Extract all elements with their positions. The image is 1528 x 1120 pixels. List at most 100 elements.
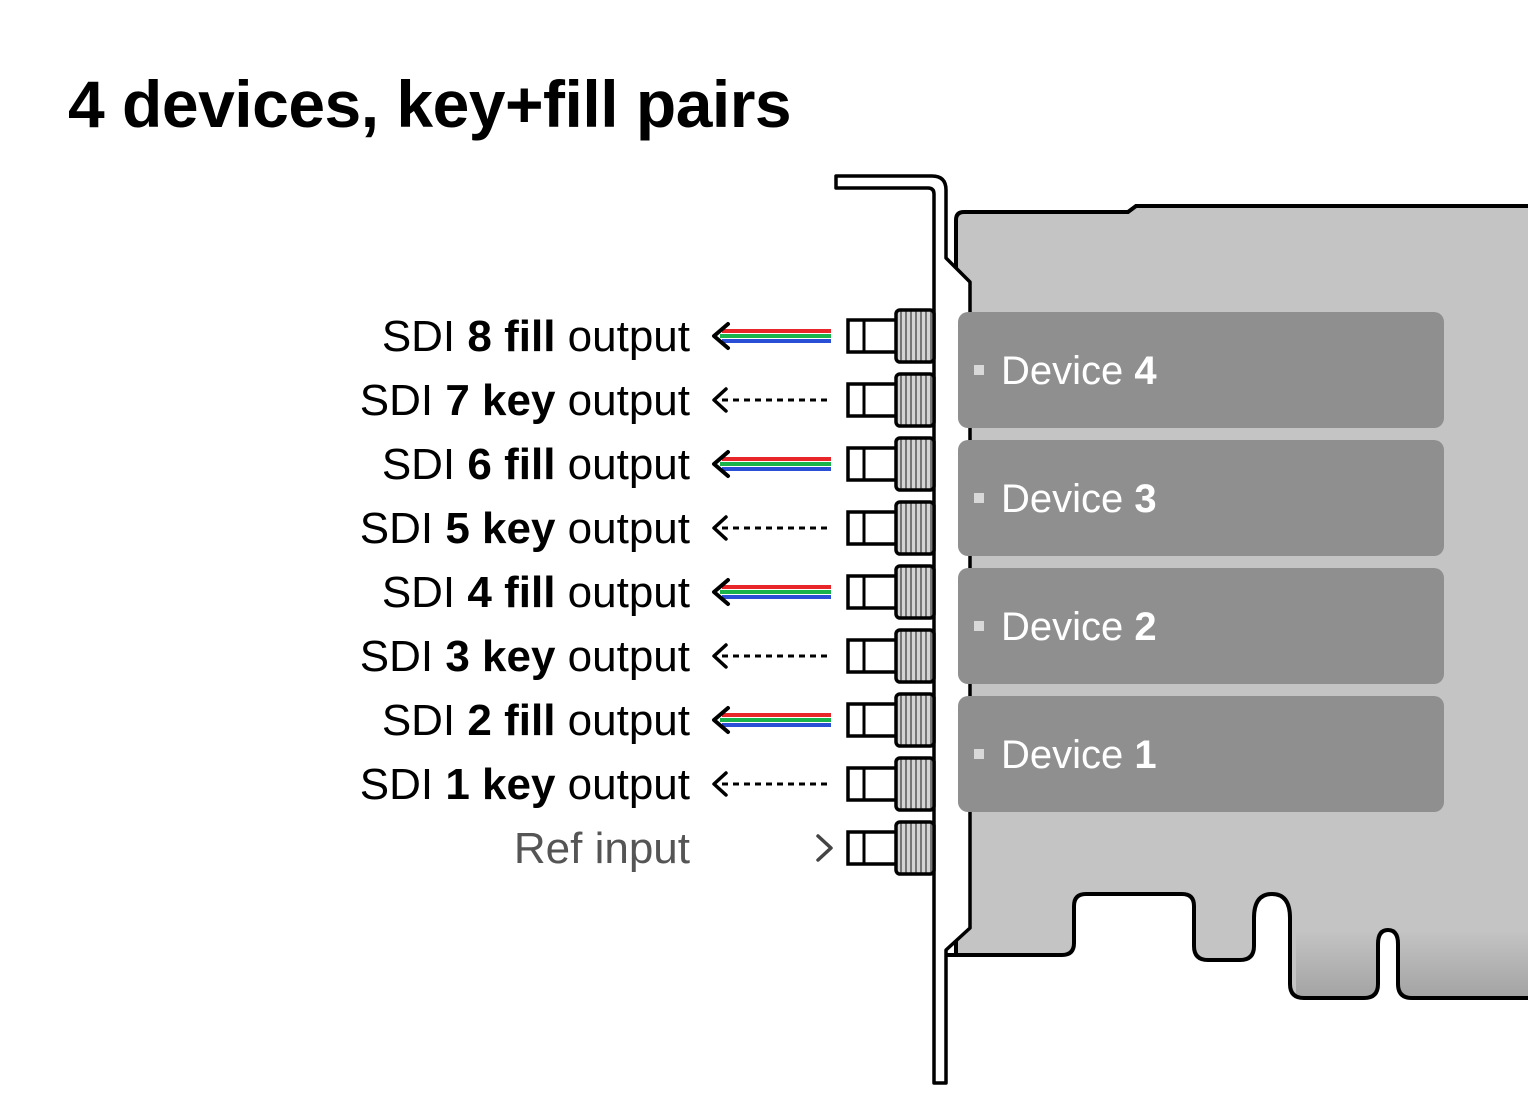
bnc-connector [846, 692, 936, 748]
port-prefix: SDI [360, 632, 446, 681]
bnc-connector [846, 308, 936, 364]
port-label: SDI 5 key output [360, 504, 690, 553]
fill-signal-arrow [712, 450, 831, 478]
port-suffix: output [568, 376, 690, 425]
device-word: Device [1001, 349, 1134, 393]
fill-signal-arrow [712, 706, 831, 734]
port-label: SDI 4 fill output [382, 568, 690, 617]
port-ref-input: Ref input [514, 820, 936, 876]
port-suffix: output [568, 696, 690, 745]
page-title: 4 devices, key+fill pairs [68, 67, 792, 141]
port-sdi-5-key: SDI 5 key output [360, 500, 936, 556]
port-number: 7 [445, 376, 482, 425]
device-3-box: Device 3 [958, 440, 1444, 556]
mounting-bracket [834, 174, 972, 1085]
port-prefix: SDI [382, 312, 468, 361]
port-kind: key [482, 760, 568, 809]
device-word: Device [1001, 733, 1134, 777]
device-number: 1 [1134, 733, 1156, 777]
bnc-connector [846, 372, 936, 428]
device-label: Device 4 [1001, 349, 1157, 393]
bnc-connector [846, 628, 936, 684]
port-label: SDI 1 key output [360, 760, 690, 809]
bnc-connector [846, 756, 936, 812]
port-label: SDI 7 key output [360, 376, 690, 425]
device-indicator [974, 493, 984, 503]
port-sdi-3-key: SDI 3 key output [360, 628, 936, 684]
port-kind: fill [504, 312, 568, 361]
port-kind: fill [504, 440, 568, 489]
port-number: 8 [467, 312, 504, 361]
port-suffix: output [568, 312, 690, 361]
device-number: 3 [1134, 477, 1156, 521]
port-number: 4 [467, 568, 504, 617]
port-sdi-8-fill: SDI 8 fill output [382, 308, 936, 364]
port-label: SDI 2 fill output [382, 696, 690, 745]
port-sdi-7-key: SDI 7 key output [360, 372, 936, 428]
port-suffix: output [568, 568, 690, 617]
port-prefix: SDI [382, 696, 468, 745]
port-kind: key [482, 376, 568, 425]
port-sdi-1-key: SDI 1 key output [360, 756, 936, 812]
port-label: SDI 3 key output [360, 632, 690, 681]
device-word: Device [1001, 477, 1134, 521]
port-prefix: SDI [360, 760, 446, 809]
device-box-background [958, 696, 1444, 812]
device-box-background [958, 568, 1444, 684]
fill-signal-arrow [712, 578, 831, 606]
port-suffix: output [568, 760, 690, 809]
port-suffix: output [568, 440, 690, 489]
port-number: 2 [467, 696, 504, 745]
device-indicator [974, 749, 984, 759]
device-2-box: Device 2 [958, 568, 1444, 684]
device-1-box: Device 1 [958, 696, 1444, 812]
device-4-box: Device 4 [958, 312, 1444, 428]
port-suffix: input [595, 824, 690, 873]
port-number: 1 [445, 760, 482, 809]
key-signal-arrow [712, 771, 832, 797]
port-sdi-6-fill: SDI 6 fill output [382, 436, 936, 492]
port-label: Ref input [514, 824, 690, 873]
device-label: Device 2 [1001, 605, 1157, 649]
device-label: Device 3 [1001, 477, 1157, 521]
port-kind: fill [504, 568, 568, 617]
bnc-connector [846, 564, 936, 620]
device-number: 2 [1134, 605, 1156, 649]
port-label: SDI 6 fill output [382, 440, 690, 489]
port-kind: Ref [514, 824, 595, 873]
port-suffix: output [568, 504, 690, 553]
port-prefix: SDI [360, 376, 446, 425]
port-prefix: SDI [360, 504, 446, 553]
key-signal-arrow [712, 387, 832, 413]
bnc-connector [846, 500, 936, 556]
port-number: 3 [445, 632, 482, 681]
port-kind: key [482, 504, 568, 553]
port-suffix: output [568, 632, 690, 681]
bnc-connector [846, 436, 936, 492]
port-sdi-4-fill: SDI 4 fill output [382, 564, 936, 620]
port-number: 6 [467, 440, 504, 489]
device-box-background [958, 440, 1444, 556]
device-label: Device 1 [1001, 733, 1157, 777]
port-prefix: SDI [382, 440, 468, 489]
port-label: SDI 8 fill output [382, 312, 690, 361]
edge-connector-fingers [1296, 930, 1528, 996]
device-word: Device [1001, 605, 1134, 649]
device-indicator [974, 621, 984, 631]
port-sdi-2-fill: SDI 2 fill output [382, 692, 936, 748]
fill-signal-arrow [712, 322, 831, 350]
port-prefix: SDI [382, 568, 468, 617]
bnc-connector [846, 820, 936, 876]
key-signal-arrow [712, 643, 832, 669]
port-number: 5 [445, 504, 482, 553]
device-indicator [974, 365, 984, 375]
port-kind: fill [504, 696, 568, 745]
port-kind: key [482, 632, 568, 681]
device-box-background [958, 312, 1444, 428]
device-number: 4 [1134, 349, 1157, 393]
ref-signal-arrow [706, 834, 833, 862]
key-signal-arrow [712, 515, 832, 541]
